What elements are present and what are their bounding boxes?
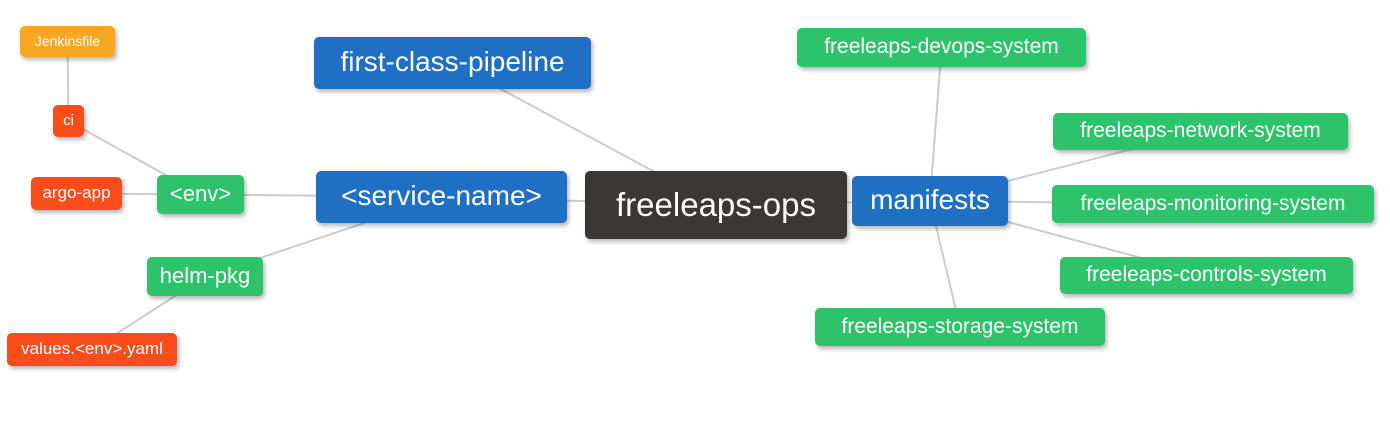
node-jenkinsfile[interactable]: Jenkinsfile	[20, 26, 115, 57]
node-label: <env>	[169, 180, 232, 206]
node-freeleaps-network-system[interactable]: freeleaps-network-system	[1053, 113, 1348, 150]
node-freeleaps-controls-system[interactable]: freeleaps-controls-system	[1060, 257, 1353, 294]
node-freeleaps-devops-system[interactable]: freeleaps-devops-system	[797, 28, 1086, 67]
node-ci[interactable]: ci	[53, 105, 84, 137]
node-values-env-yaml[interactable]: values.<env>.yaml	[7, 333, 177, 366]
node-label: first-class-pipeline	[340, 46, 565, 77]
node-label: freeleaps-devops-system	[824, 35, 1059, 58]
node-label: Jenkinsfile	[34, 32, 101, 49]
node-helm-pkg[interactable]: helm-pkg	[147, 257, 263, 296]
node-label: helm-pkg	[159, 262, 251, 288]
node-label: manifests	[870, 184, 990, 215]
node-label: freeleaps-controls-system	[1086, 263, 1327, 286]
node-service-name[interactable]: <service-name>	[316, 171, 567, 223]
node-label: argo-app	[42, 183, 111, 202]
node-env[interactable]: <env>	[157, 175, 244, 214]
node-label: ci	[63, 111, 74, 129]
node-freeleaps-monitoring-system[interactable]: freeleaps-monitoring-system	[1052, 185, 1374, 223]
node-manifests[interactable]: manifests	[852, 176, 1008, 226]
node-freeleaps-ops[interactable]: freeleaps-ops	[585, 171, 847, 239]
node-argo-app[interactable]: argo-app	[31, 177, 122, 210]
node-label: freeleaps-storage-system	[841, 314, 1079, 338]
node-label: freeleaps-network-system	[1080, 119, 1321, 142]
node-label: values.<env>.yaml	[21, 339, 163, 358]
node-label: freeleaps-ops	[616, 185, 816, 223]
node-label: freeleaps-monitoring-system	[1080, 191, 1346, 215]
node-first-class-pipeline[interactable]: first-class-pipeline	[314, 37, 591, 89]
node-freeleaps-storage-system[interactable]: freeleaps-storage-system	[815, 308, 1105, 346]
node-label: <service-name>	[341, 180, 542, 211]
edge-manifests--freeleaps-devops-system	[929, 47, 943, 202]
